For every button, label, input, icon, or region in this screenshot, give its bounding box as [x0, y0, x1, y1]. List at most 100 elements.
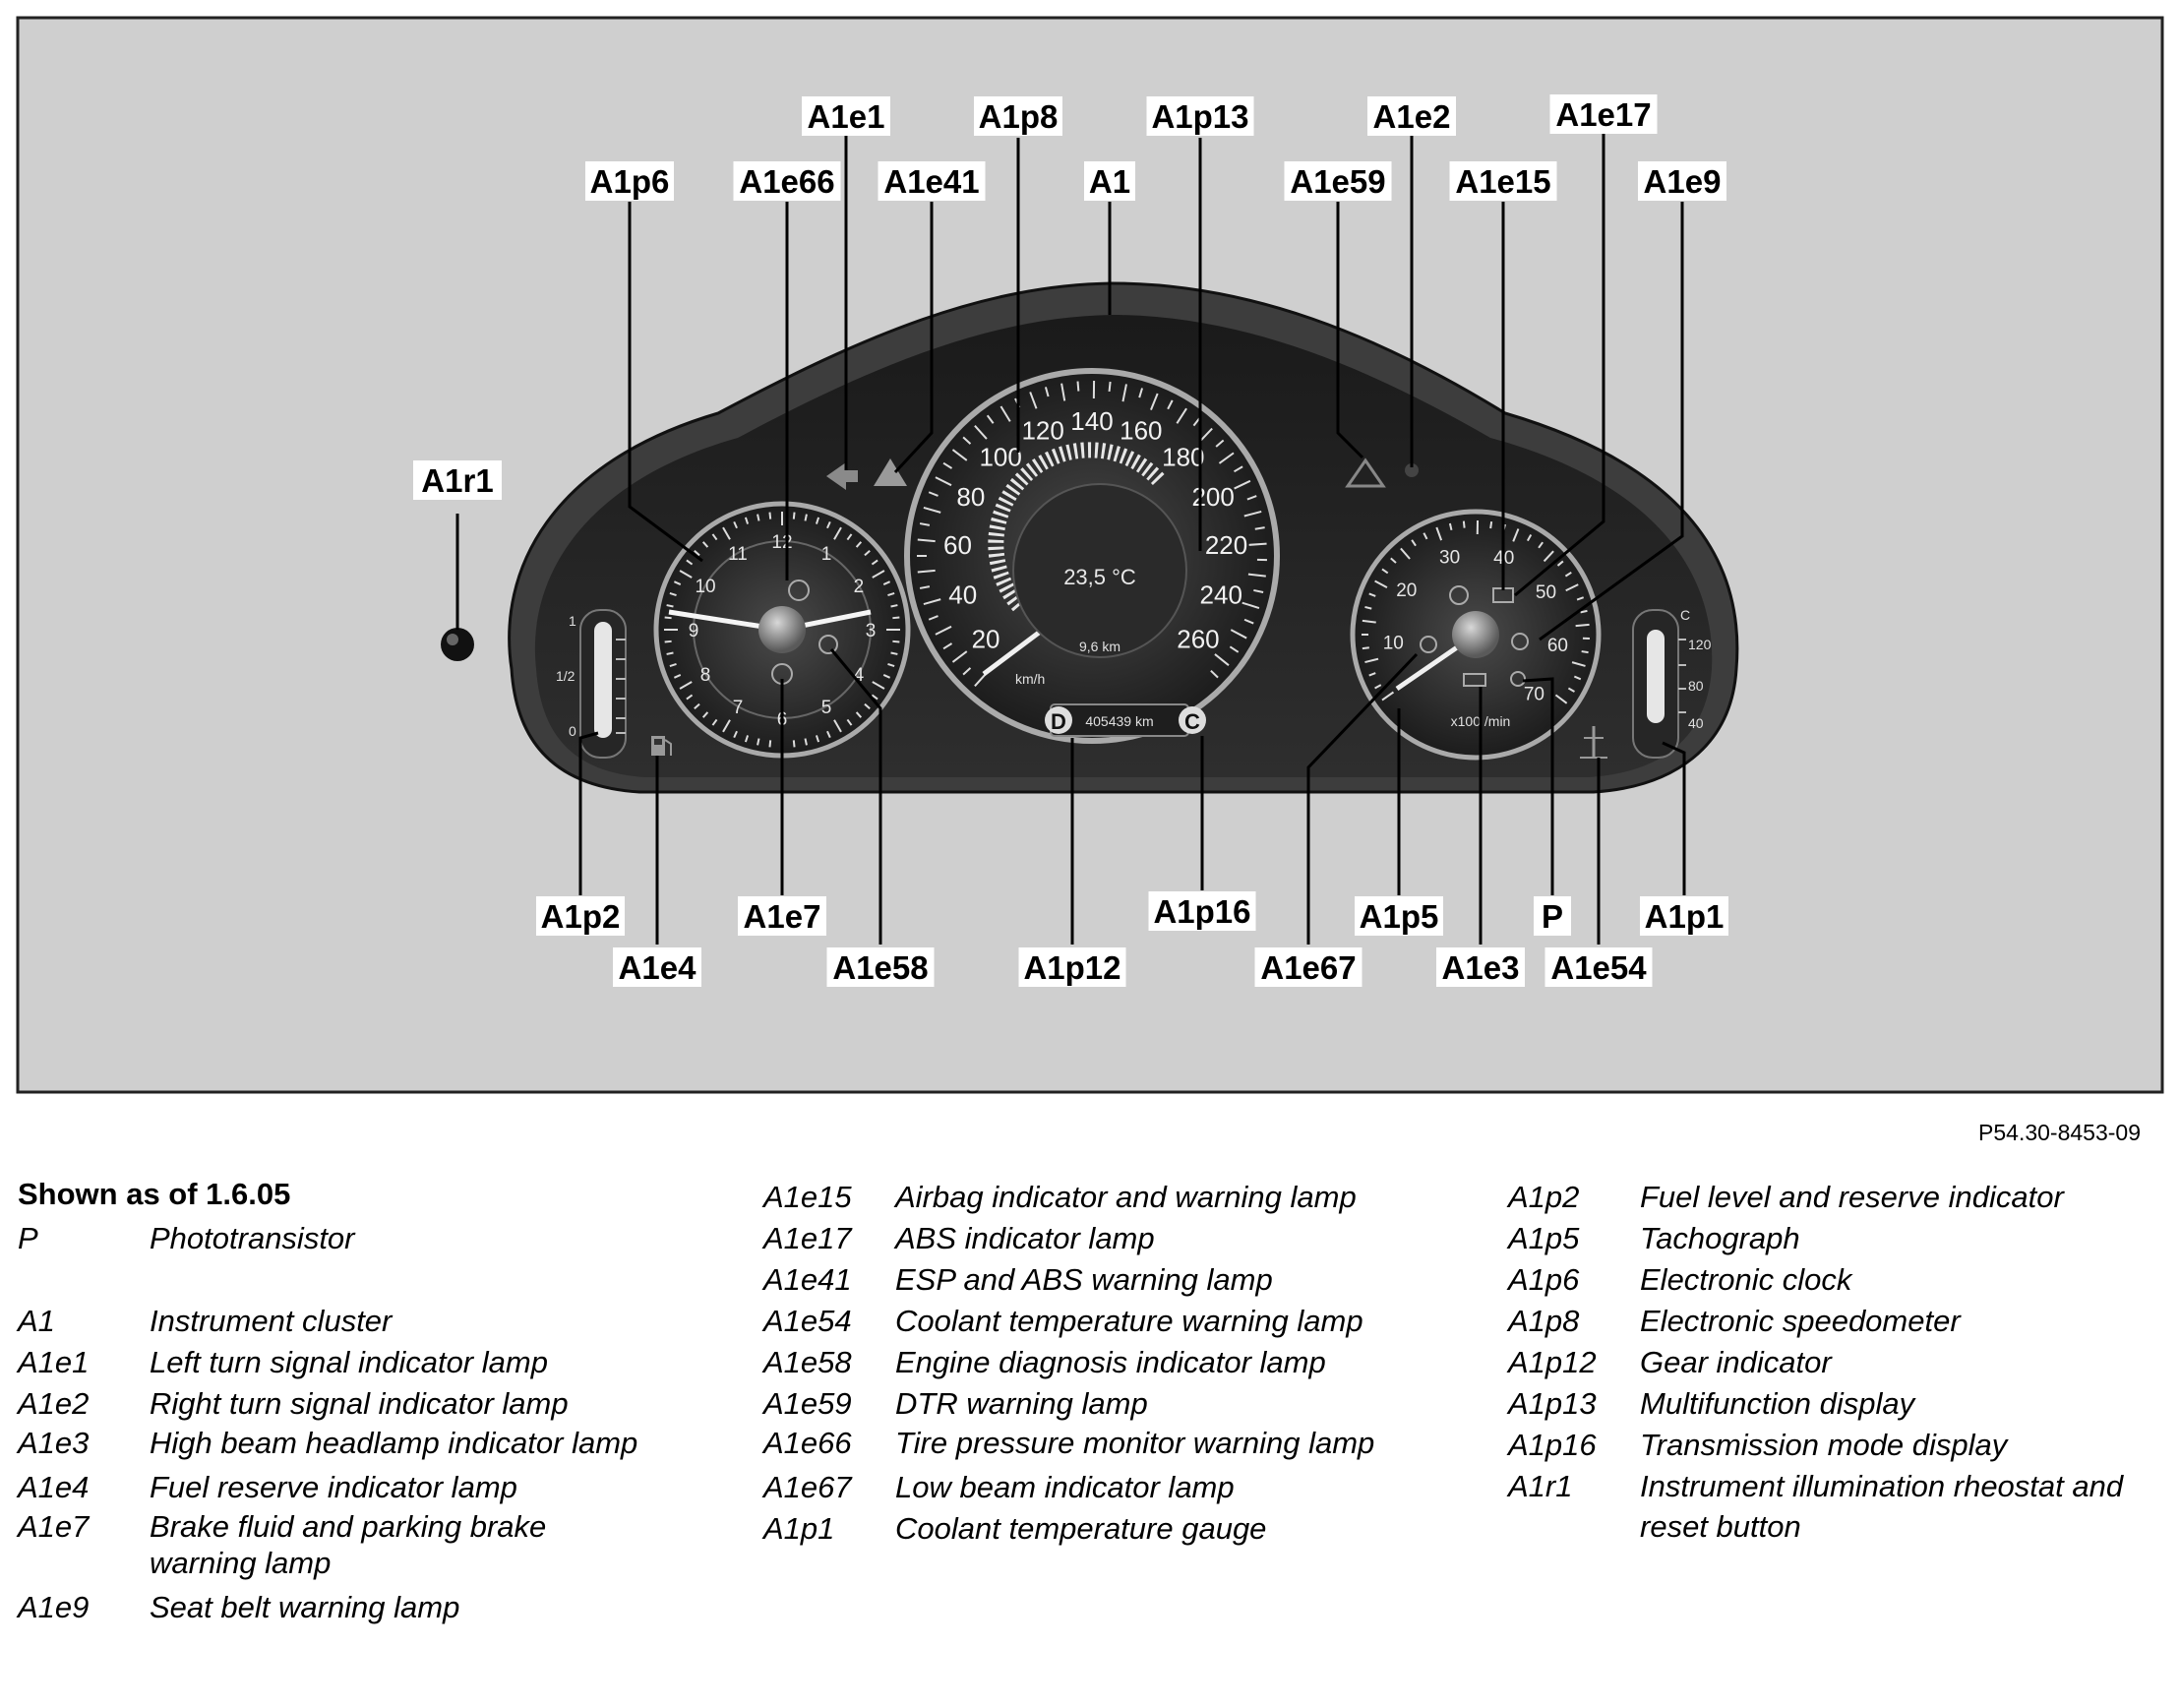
coolant-mark-c: C: [1680, 607, 1690, 623]
callout-text: A1p8: [979, 98, 1059, 135]
legend-code: A1p6: [1508, 1262, 1580, 1297]
callout-text: A1e54: [1550, 949, 1647, 986]
tach-tick: [1400, 547, 1411, 560]
callout-label: A1p8: [974, 96, 1062, 136]
clock-tick: [711, 533, 718, 541]
trip-readout: 9,6 km: [1079, 639, 1120, 654]
tach-tick: [1489, 520, 1493, 529]
leader-lines: [455, 130, 1686, 945]
speed-numeral: 80: [956, 482, 985, 512]
seat-belt-icon: [1511, 633, 1529, 650]
fuel-mark-empty: 0: [569, 723, 576, 739]
clock-tick: [792, 740, 796, 748]
speed-tick: [1076, 381, 1080, 392]
speed-tick: [1060, 383, 1066, 401]
coolant-temperature-icon: [1580, 726, 1607, 759]
legend-code: A1e1: [18, 1345, 90, 1379]
clock-tick: [826, 730, 831, 739]
legend-desc: Phototransistor: [150, 1221, 355, 1255]
callout-label: A1p16: [1148, 891, 1256, 931]
odometer-readout: 405439 km: [1085, 713, 1153, 729]
tach-numeral: 20: [1396, 580, 1417, 601]
tach-tick: [1538, 541, 1544, 549]
legend-desc: Electronic speedometer: [1640, 1304, 1961, 1338]
tach-tick: [1390, 557, 1397, 564]
callout-label: A1p12: [1018, 947, 1126, 987]
callout-text: A1p12: [1023, 949, 1120, 986]
clock-tick: [815, 517, 820, 524]
clock-tick: [890, 604, 898, 608]
fuel-pump-icon: [651, 736, 672, 756]
clock-tick: [882, 674, 891, 679]
tach-tick: [1462, 520, 1466, 528]
speed-tick: [1214, 653, 1230, 666]
speed-tick: [917, 569, 936, 574]
clock-tick: [804, 514, 808, 521]
callout-label: A1p1: [1640, 896, 1728, 936]
clock-tick: [679, 570, 693, 579]
callout-text: A1e1: [808, 98, 885, 135]
tach-tick: [1580, 609, 1588, 614]
clock-tick: [744, 735, 750, 743]
speed-tick: [999, 405, 1011, 422]
speed-tick: [986, 414, 995, 424]
clock-numeral: 1: [821, 544, 832, 565]
speed-tick: [919, 522, 931, 526]
clock-numeral: 8: [700, 665, 711, 686]
tach-tick: [1381, 691, 1395, 702]
clock-tick: [666, 604, 674, 608]
legend-code: A1e67: [763, 1470, 852, 1504]
legend-desc: ABS indicator lamp: [895, 1221, 1155, 1255]
tach-tick: [1411, 539, 1417, 547]
clock-numeral: 12: [771, 532, 792, 553]
speed-tick: [935, 476, 952, 487]
legend-desc: Low beam indicator lamp: [895, 1470, 1235, 1504]
phototransistor-icon: [1510, 671, 1526, 687]
legend-code: A1p5: [1508, 1221, 1580, 1255]
clock-tick: [679, 681, 693, 690]
tach-tick: [1374, 580, 1388, 588]
speed-tick: [1254, 526, 1265, 530]
legend-code: A1p1: [763, 1511, 835, 1546]
clock-tick: [826, 520, 831, 529]
legend-desc: Transmission mode display: [1640, 1428, 2008, 1462]
legend-code: A1p13: [1508, 1386, 1597, 1421]
callout-label: A1e58: [826, 947, 935, 987]
legend-code: A1p8: [1508, 1304, 1580, 1338]
legend-code: A1e15: [763, 1180, 852, 1214]
callout-text: A1p5: [1360, 898, 1439, 935]
legend-code: A1e58: [763, 1345, 852, 1379]
clock-tick: [669, 591, 677, 597]
clock-tick: [872, 570, 885, 579]
speed-tick: [1121, 384, 1127, 402]
clock-tick: [694, 549, 700, 557]
tach-tick: [1554, 694, 1568, 704]
tach-tick: [1573, 675, 1582, 681]
clock-tick: [871, 559, 878, 566]
callout-label: A1e67: [1254, 947, 1362, 987]
clock-tick: [664, 616, 672, 620]
tire-pressure-icon: [788, 580, 810, 601]
clock-tick: [768, 512, 772, 519]
callout-text: A1p13: [1151, 98, 1248, 135]
callout-text: A1e41: [883, 163, 979, 200]
left-turn-signal-icon: [826, 462, 846, 490]
clock-tick: [757, 738, 760, 746]
callout-label: A1e66: [733, 161, 841, 201]
speed-numeral: 160: [1120, 415, 1162, 445]
rheostat-knob: [441, 628, 474, 661]
tach-tick: [1512, 528, 1520, 542]
speed-numeral: 20: [972, 624, 1000, 653]
speed-tick: [1229, 645, 1240, 653]
speed-tick: [1241, 601, 1260, 609]
clock-tick: [666, 651, 674, 655]
clock-tick: [673, 580, 682, 585]
